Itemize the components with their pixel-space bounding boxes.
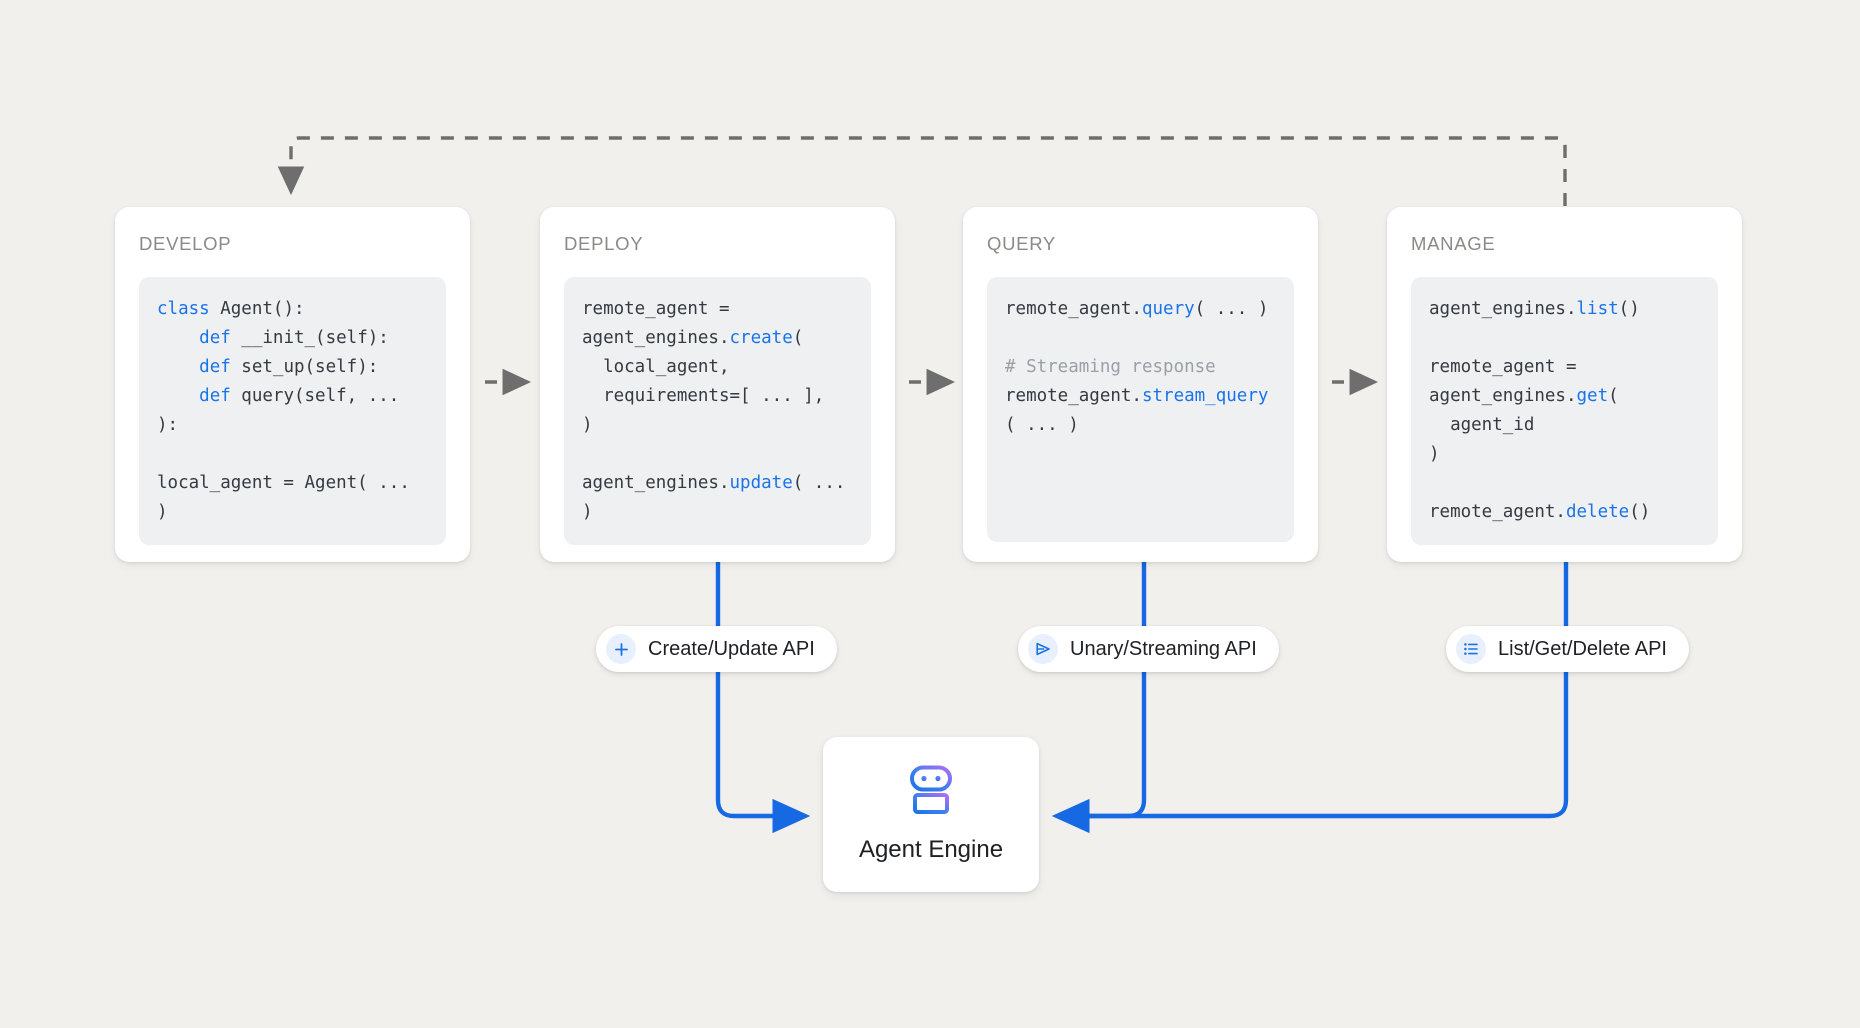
api-pill-label: Unary/Streaming API xyxy=(1070,637,1257,660)
agent-engine-label: Agent Engine xyxy=(858,836,1004,863)
code-line: remote_agent.delete() xyxy=(1429,502,1651,522)
stage-title-deploy: DEPLOY xyxy=(564,233,644,254)
code-line: agent_engines.create( xyxy=(582,328,804,348)
code-line: agent_engines.get( xyxy=(1429,386,1619,406)
code-line xyxy=(1429,324,1702,353)
api-pill-label: Create/Update API xyxy=(648,637,815,660)
stage-card-deploy[interactable]: DEPLOY remote_agent = agent_engines.creat… xyxy=(540,207,895,562)
code-line: # Streaming response xyxy=(1005,357,1216,377)
code-line: agent_id xyxy=(1429,415,1535,435)
stage-title-develop: DEVELOP xyxy=(139,233,232,254)
code-line: ) xyxy=(582,415,593,435)
feedback-loop-dashed-arrow xyxy=(277,136,1567,206)
code-line: remote_agent = xyxy=(1429,357,1577,377)
code-line: local_agent = Agent( ... ) xyxy=(157,473,421,522)
code-line: agent_engines.list() xyxy=(1429,299,1640,319)
robot-icon xyxy=(902,765,960,822)
code-line xyxy=(582,440,855,469)
stage-card-query[interactable]: QUERY remote_agent.query( ... ) # Stream… xyxy=(963,207,1318,562)
code-line: def set_up(self): xyxy=(199,357,379,377)
api-pill-label: List/Get/Delete API xyxy=(1498,637,1667,660)
stage-title-query: QUERY xyxy=(987,233,1056,254)
list-lines-icon xyxy=(1456,634,1486,664)
send-triangle-icon xyxy=(1028,634,1058,664)
stage-card-manage[interactable]: MANAGE agent_engines.list() remote_agent… xyxy=(1387,207,1742,562)
stage-card-develop[interactable]: DEVELOP class Agent(): def __init_(self)… xyxy=(115,207,470,562)
code-line: remote_agent.query( ... ) xyxy=(1005,299,1269,319)
code-line xyxy=(1429,469,1702,498)
code-line: remote_agent = xyxy=(582,299,730,319)
code-block-deploy: remote_agent = agent_engines.create( loca… xyxy=(564,277,871,545)
wire-manage-to-agent-engine xyxy=(1057,562,1569,819)
code-line: class Agent(): xyxy=(157,299,305,319)
code-line: def __init_(self): xyxy=(199,328,389,348)
code-block-manage: agent_engines.list() remote_agent = agent… xyxy=(1411,277,1718,545)
code-line: agent_engines.update( ... ) xyxy=(582,473,856,522)
api-pill-list-get-delete[interactable]: List/Get/Delete API xyxy=(1446,626,1689,672)
stage-title-manage: MANAGE xyxy=(1411,233,1496,254)
code-line: ( ... ) xyxy=(1005,415,1079,435)
code-line: requirements=[ ... ], xyxy=(582,386,825,406)
plus-icon xyxy=(606,634,636,664)
code-line xyxy=(157,440,430,469)
agent-engine-node[interactable]: Agent Engine xyxy=(823,737,1039,892)
wire-query-to-agent-engine xyxy=(1051,562,1147,834)
code-line: def query(self, ... ): xyxy=(157,386,410,435)
wire-deploy-to-agent-engine xyxy=(715,562,811,834)
code-line: ) xyxy=(1429,444,1440,464)
code-line: remote_agent.stream_query xyxy=(1005,386,1269,406)
api-pill-unary-streaming[interactable]: Unary/Streaming API xyxy=(1018,626,1279,672)
code-line: local_agent, xyxy=(582,357,730,377)
code-line xyxy=(1005,324,1278,353)
code-block-develop: class Agent(): def __init_(self): def se… xyxy=(139,277,446,545)
api-pill-create-update[interactable]: Create/Update API xyxy=(596,626,837,672)
code-block-query: remote_agent.query( ... ) # Streaming re… xyxy=(987,277,1294,542)
